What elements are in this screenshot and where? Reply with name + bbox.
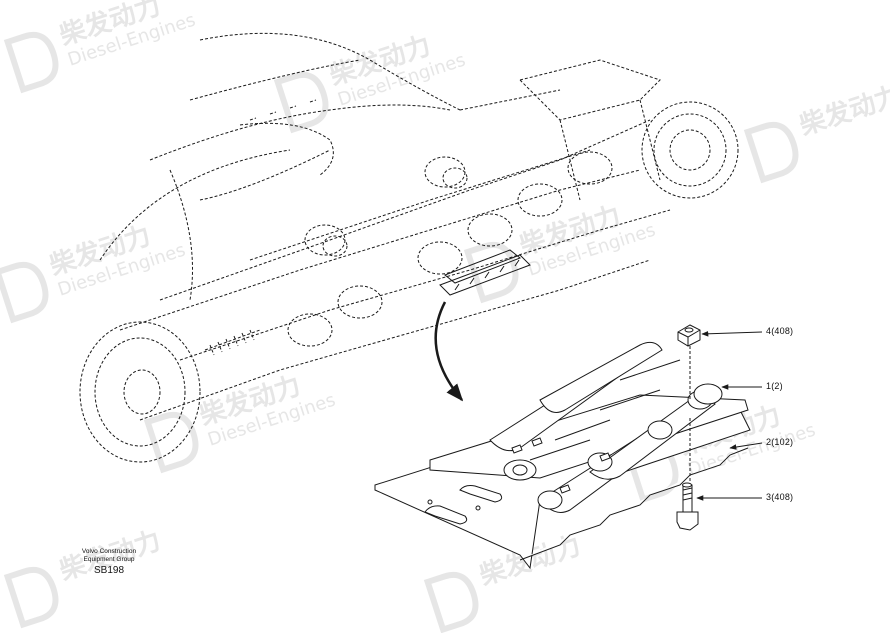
callout-qty: (2) (771, 381, 783, 391)
company-line-1: Volvo Construction (81, 548, 137, 555)
callout-qty: (408) (771, 492, 794, 502)
callout-qty: (102) (771, 437, 794, 447)
callout-part-1: 1(2) (766, 381, 783, 391)
detail-arrow (434, 301, 464, 402)
drawing-code: SB198 (93, 565, 125, 576)
callout-part-2: 2(102) (766, 437, 793, 447)
drawing-caption: Volvo Construction Equipment Group SB198 (66, 548, 152, 577)
callout-id: 1 (766, 381, 772, 391)
callout-qty: (408) (771, 326, 794, 336)
callout-part-3: 3(408) (766, 492, 793, 502)
callout-id: 4 (766, 326, 772, 336)
track-segment-small (439, 249, 531, 296)
callout-part-4: 4(408) (766, 326, 793, 336)
leader-lines (689, 330, 763, 501)
callout-id: 3 (766, 492, 772, 502)
company-line-2: Equipment Group (83, 555, 135, 563)
track-chain-assembly (374, 341, 751, 570)
callout-id: 2 (766, 437, 772, 447)
nut-part-4 (677, 324, 701, 347)
bolt-part-3 (676, 482, 699, 531)
excavator-undercarriage-outline (79, 32, 739, 463)
